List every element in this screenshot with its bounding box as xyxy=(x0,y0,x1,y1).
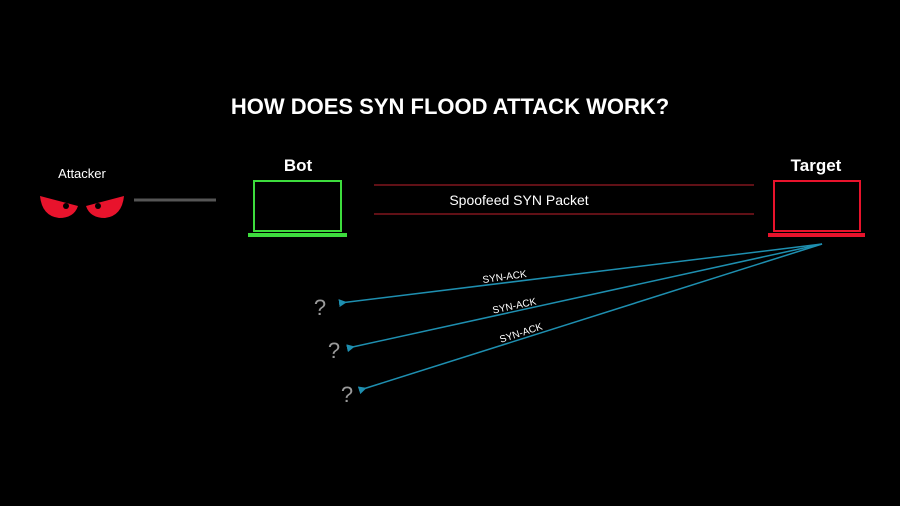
bot-label: Bot xyxy=(284,156,313,175)
unknown-destination-1: ? xyxy=(314,295,326,320)
syn-ack-arrow-1 xyxy=(338,243,823,308)
target-label: Target xyxy=(791,156,842,175)
angry-eyes-icon xyxy=(40,196,124,218)
spoofed-syn-packet-label: Spoofeed SYN Packet xyxy=(449,192,588,208)
target-laptop-icon xyxy=(768,180,865,237)
syn-ack-arrow-2 xyxy=(346,243,823,353)
syn-ack-label-2: SYN-ACK xyxy=(492,296,538,316)
syn-ack-arrow-3 xyxy=(357,243,823,395)
unknown-destination-2: ? xyxy=(328,338,340,363)
attacker-label: Attacker xyxy=(58,166,106,181)
syn-ack-label-3: SYN-ACK xyxy=(498,321,544,345)
spoofed-syn-packet-edge xyxy=(374,184,754,215)
bot-laptop-icon xyxy=(248,180,347,237)
page-title: HOW DOES SYN FLOOD ATTACK WORK? xyxy=(231,94,669,119)
unknown-destination-3: ? xyxy=(341,382,353,407)
